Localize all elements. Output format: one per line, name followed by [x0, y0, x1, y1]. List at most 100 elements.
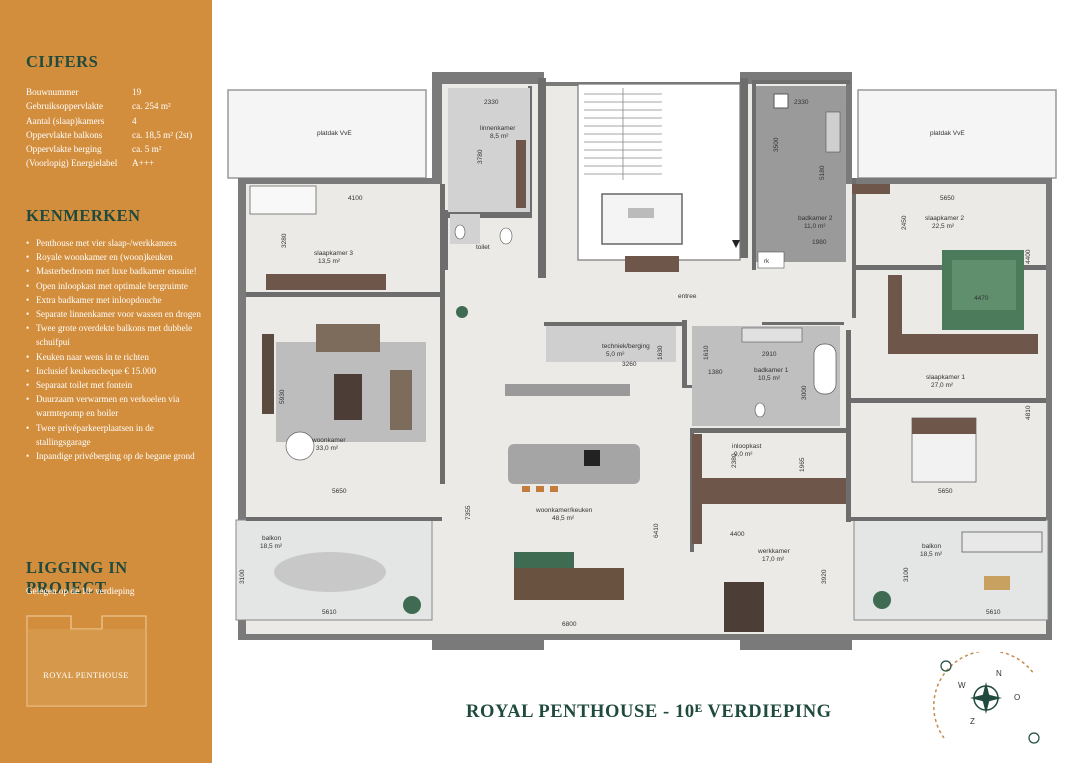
- room-name-woonkeuken: woonkamer/keuken: [535, 507, 593, 514]
- slaapkamer2-duvet: [952, 260, 1016, 310]
- compass-o: O: [1014, 693, 1020, 702]
- platdak-right-area: [857, 89, 1057, 179]
- sun-set-icon: [1028, 732, 1040, 744]
- stairs: [584, 88, 662, 180]
- balkon-right-sofa: [961, 531, 1043, 553]
- dim-label: 4810: [1025, 405, 1032, 420]
- dim-label: 6800: [562, 621, 577, 628]
- inloopkast-cabinets: [692, 478, 846, 504]
- room-name-techniek: techniek/berging: [602, 343, 650, 350]
- dim-label: 1630: [657, 345, 664, 360]
- bathtub: [813, 343, 837, 395]
- dim-label: 3260: [622, 361, 637, 368]
- minimap-label: ROYAL PENTHOUSE: [43, 670, 129, 680]
- dim-label: 2330: [484, 99, 499, 106]
- slaapkamer3-bed: [249, 185, 317, 215]
- coffee-table: [334, 374, 362, 420]
- room-area-balkon-left: 18,5 m²: [260, 543, 283, 550]
- room-area-slaapkamer3: 13,5 m²: [318, 258, 341, 265]
- dim-label: 3500: [773, 137, 780, 152]
- woonkamer-sofa-right: [390, 370, 412, 430]
- project-minimap: ROYAL PENTHOUSE: [26, 615, 196, 707]
- floorplan: rk platdak VvE platdak: [227, 72, 1057, 650]
- platdak-left-area: [227, 89, 427, 179]
- dim-label: 5650: [938, 488, 953, 495]
- list-item: Twee privéparkeerplaatsen in de stalling…: [26, 421, 204, 449]
- minimap-shape: [26, 615, 147, 707]
- room-name-balkon-left: balkon: [262, 535, 282, 542]
- room-area-techniek: 5,0 m²: [606, 351, 625, 358]
- list-item: Royale woonkamer en (woon)keuken: [26, 250, 204, 264]
- list-item: Inclusief keukencheque € 15.000: [26, 364, 204, 378]
- dim-label: 4400: [730, 531, 745, 538]
- spec-label: (Voorlopig) Energielabel: [26, 158, 118, 169]
- toilet-floor: [450, 214, 480, 244]
- dim-label: 2450: [901, 215, 908, 230]
- dim-label: 3780: [477, 149, 484, 164]
- dim-label: 1380: [708, 369, 723, 376]
- dim-label: 5180: [819, 165, 826, 180]
- list-item: Inpandige privéberging op de begane gron…: [26, 449, 204, 463]
- slaapkamer1-wardrobe: [888, 334, 1038, 354]
- list-item: Penthouse met vier slaap-/werkkamers: [26, 236, 204, 250]
- room-area-slaapkamer2: 22,5 m²: [932, 223, 955, 230]
- room-area-badkamer2: 11,0 m²: [804, 223, 826, 230]
- room-area-woonkeuken: 48,5 m²: [552, 515, 575, 522]
- double-vanity: [741, 327, 803, 343]
- rk-label: rk: [764, 259, 770, 265]
- room-name-toilet: toilet: [476, 244, 490, 251]
- dining-bench: [514, 552, 574, 568]
- list-item: Twee grote overdekte balkons met dubbele…: [26, 321, 204, 349]
- dim-label: 2330: [794, 99, 809, 106]
- dim-label: 7355: [465, 505, 472, 520]
- list-item: Separaat toilet met fontein: [26, 378, 204, 392]
- spec-label: Oppervlakte berging: [26, 144, 102, 155]
- compass-n: N: [996, 669, 1002, 678]
- ligging-text: Gelegen op de 10ᵉ verdieping: [26, 586, 135, 596]
- room-area-badkamer1: 10,5 m²: [758, 375, 781, 382]
- dim-label: 2380: [731, 453, 738, 468]
- balkon-left-table: [274, 552, 386, 592]
- dim-label: 3100: [903, 567, 910, 582]
- room-area-slaapkamer1: 27,0 m²: [931, 382, 954, 389]
- cabinet-top: [852, 184, 890, 194]
- room-area-inloopkast: 9,0 m²: [734, 451, 753, 458]
- room-area-linnenkamer: 8,5 m²: [490, 133, 509, 140]
- dim-label: 3100: [239, 569, 246, 584]
- dim-label: 5930: [279, 389, 286, 404]
- slaapkamer1-bed-headboard: [912, 418, 976, 434]
- techniek-floor: [546, 326, 676, 362]
- spec-label: Gebruiksoppervlakte: [26, 101, 104, 112]
- cooktop-icon: [584, 450, 600, 466]
- entree-cabinet: [625, 256, 679, 272]
- sun-path-arc: [933, 652, 1035, 739]
- compass-z: Z: [970, 717, 975, 726]
- dim-label: 5650: [940, 195, 955, 202]
- room-name-slaapkamer2: slaapkamer 2: [925, 215, 964, 222]
- compass-needle-cross: [970, 694, 1002, 702]
- room-name-slaapkamer1: slaapkamer 1: [926, 374, 965, 381]
- features-list: Penthouse met vier slaap-/werkkamers Roy…: [26, 236, 204, 463]
- dim-label: 3920: [821, 569, 828, 584]
- list-item: Extra badkamer met inloopdouche: [26, 293, 204, 307]
- toilet-bowl-2: [499, 227, 513, 245]
- dim-label: 5610: [986, 609, 1001, 616]
- armchair: [285, 431, 315, 461]
- room-name-inloopkast: inloopkast: [732, 443, 761, 450]
- badkamer1-toilet: [754, 402, 766, 418]
- spec-row: (Voorlopig) Energielabel A+++: [26, 156, 206, 170]
- werkkamer-desk: [724, 582, 764, 632]
- room-area-woonkamer: 33,0 m²: [316, 445, 339, 452]
- spec-value: 19: [132, 87, 142, 97]
- spec-value: ca. 18,5 m² (2st): [132, 129, 193, 140]
- room-name-slaapkamer3: slaapkamer 3: [314, 250, 353, 257]
- spec-value: A+++: [132, 158, 155, 169]
- dim-label: 5610: [322, 609, 337, 616]
- elevator-panel: [628, 208, 654, 218]
